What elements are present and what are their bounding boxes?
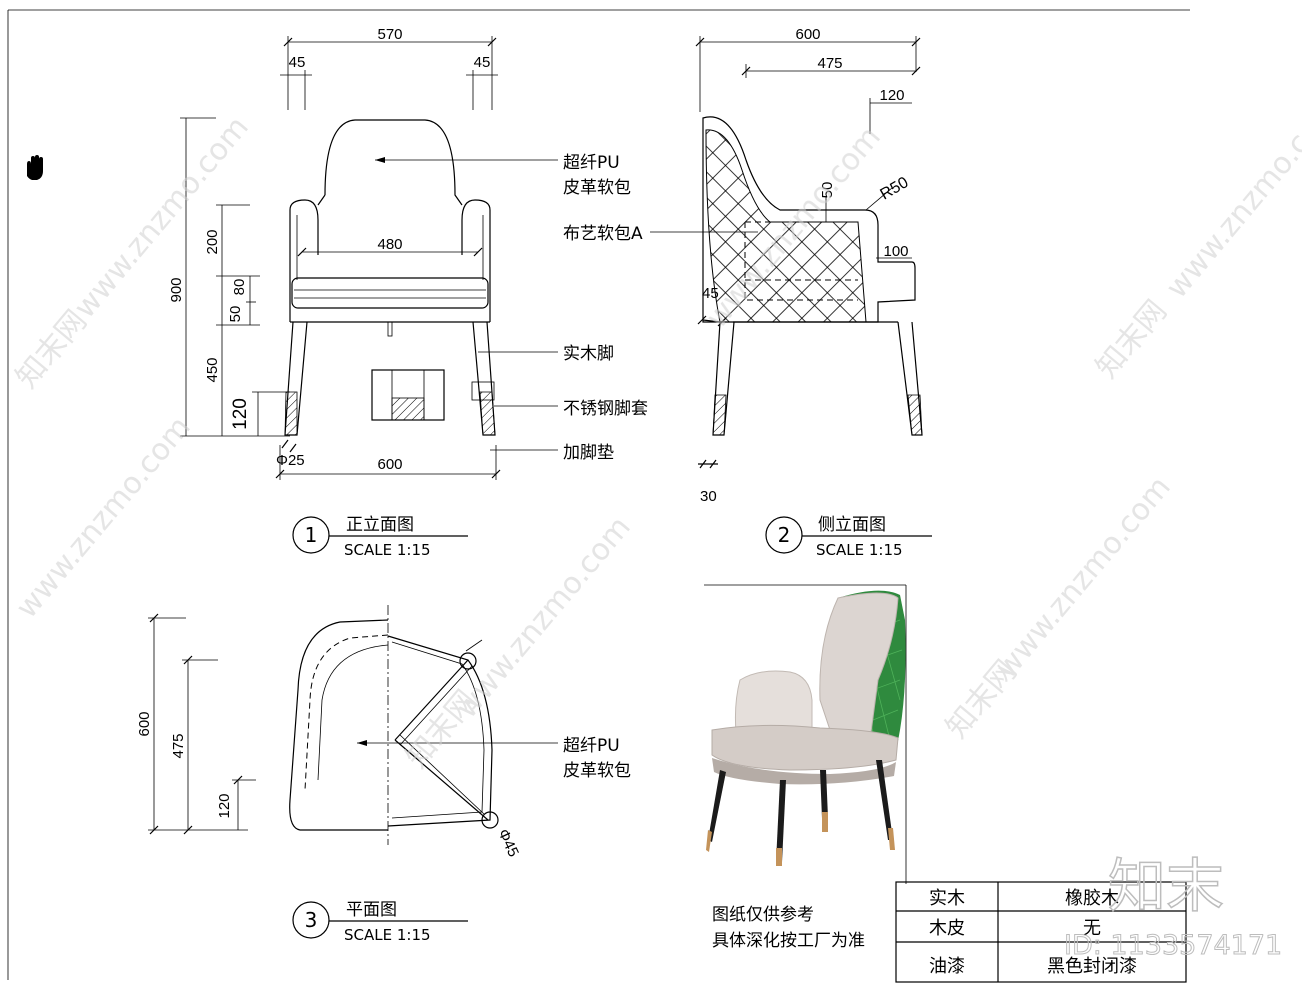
note-line1: 图纸仅供参考 [712,905,814,925]
side-dim-30: 30 [700,488,717,505]
label-foot-pad: 加脚垫 [563,443,614,463]
svg-text:SCALE 1:15: SCALE 1:15 [816,541,903,559]
note-line2: 具体深化按工厂为准 [712,931,865,951]
label-steel-cap: 不锈钢脚套 [563,399,648,419]
spec-row-2-value: 无 [1083,918,1101,939]
svg-text:www.znzmo.com: www.znzmo.com [449,510,638,725]
svg-text:www.znzmo.com: www.znzmo.com [989,470,1178,685]
spec-row-3-value: 黑色封闭漆 [1047,956,1137,977]
front-dim-120: 120 [230,398,251,430]
plan-label-pu-line2: 皮革软包 [563,761,631,781]
svg-text:SCALE 1:15: SCALE 1:15 [344,541,431,559]
svg-text:www.znzmo.com: www.znzmo.com [1159,90,1302,305]
watermarks: 知末网 www.znzmo.com www.znzmo.com 知末网 www.… [9,90,1302,775]
front-dim-50: 50 [227,306,244,323]
side-dim-50: 50 [819,182,836,199]
svg-text:1: 1 [305,523,318,547]
label-wood-leg: 实木脚 [563,344,614,364]
side-dim-475: 475 [817,55,842,72]
label-fabric: 布艺软包A [563,224,643,244]
plan-view: Φ45 600 475 120 [136,605,558,860]
view-title-front: 1 正立面图 SCALE 1:15 [292,515,468,559]
front-dim-450: 450 [204,357,221,382]
label-pu-line2: 皮革软包 [563,178,631,198]
svg-text:知末网: 知末网 [9,304,94,395]
svg-text:SCALE 1:15: SCALE 1:15 [344,926,431,944]
side-dim-120: 120 [879,87,904,104]
side-dim-600: 600 [795,26,820,43]
side-dim-45: 45 [702,285,719,302]
chair-render-image [704,584,907,884]
svg-text:ID: 1133574171: ID: 1133574171 [1064,930,1282,961]
front-dim-600: 600 [377,456,402,473]
svg-text:平面图: 平面图 [346,900,397,920]
svg-text:www.znzmo.com: www.znzmo.com [67,110,256,325]
spec-row-3-key: 油漆 [929,956,965,977]
plan-dim-475: 475 [170,733,187,758]
plan-label-pu-line1: 超纤PU [563,736,620,756]
side-elevation-view: 600 475 120 50 R50 100 45 30 [650,26,923,505]
view-title-plan: 3 平面图 SCALE 1:15 [292,900,468,944]
svg-text:3: 3 [305,908,318,932]
front-dim-left-45: 45 [289,54,306,71]
side-dim-100: 100 [883,243,908,260]
front-dim-900: 900 [168,277,185,302]
svg-text:正立面图: 正立面图 [346,515,414,535]
spec-row-1-value: 橡胶木 [1065,888,1119,909]
plan-dim-phi45: Φ45 [494,827,522,860]
front-dim-480: 480 [377,236,402,253]
svg-text:侧立面图: 侧立面图 [818,515,886,535]
front-dim-80: 80 [231,279,248,296]
view-title-side: 2 侧立面图 SCALE 1:15 [765,515,932,559]
front-elevation-view: 570 45 45 480 900 200 450 80 50 120 600 [168,26,558,480]
front-dim-phi25: Φ25 [276,452,305,469]
plan-dim-120: 120 [216,793,233,818]
front-dim-570: 570 [377,26,402,43]
svg-text:2: 2 [778,523,791,547]
plan-dim-600: 600 [136,711,153,736]
hand-pan-icon[interactable] [27,155,43,180]
brand-watermark: 知末 ID: 1133574171 [1064,851,1283,961]
front-dim-200: 200 [204,229,221,254]
svg-text:知末: 知末 [1108,852,1224,920]
label-pu-line1: 超纤PU [563,153,620,173]
spec-table: 实木 橡胶木 木皮 无 油漆 黑色封闭漆 [895,881,1187,983]
svg-text:www.znzmo.com: www.znzmo.com [9,410,198,625]
spec-row-1-key: 实木 [929,888,965,909]
side-dim-r50: R50 [878,174,912,203]
svg-text:知末网: 知末网 [1089,294,1174,385]
front-dim-right-45: 45 [474,54,491,71]
spec-row-2-key: 木皮 [929,918,965,939]
